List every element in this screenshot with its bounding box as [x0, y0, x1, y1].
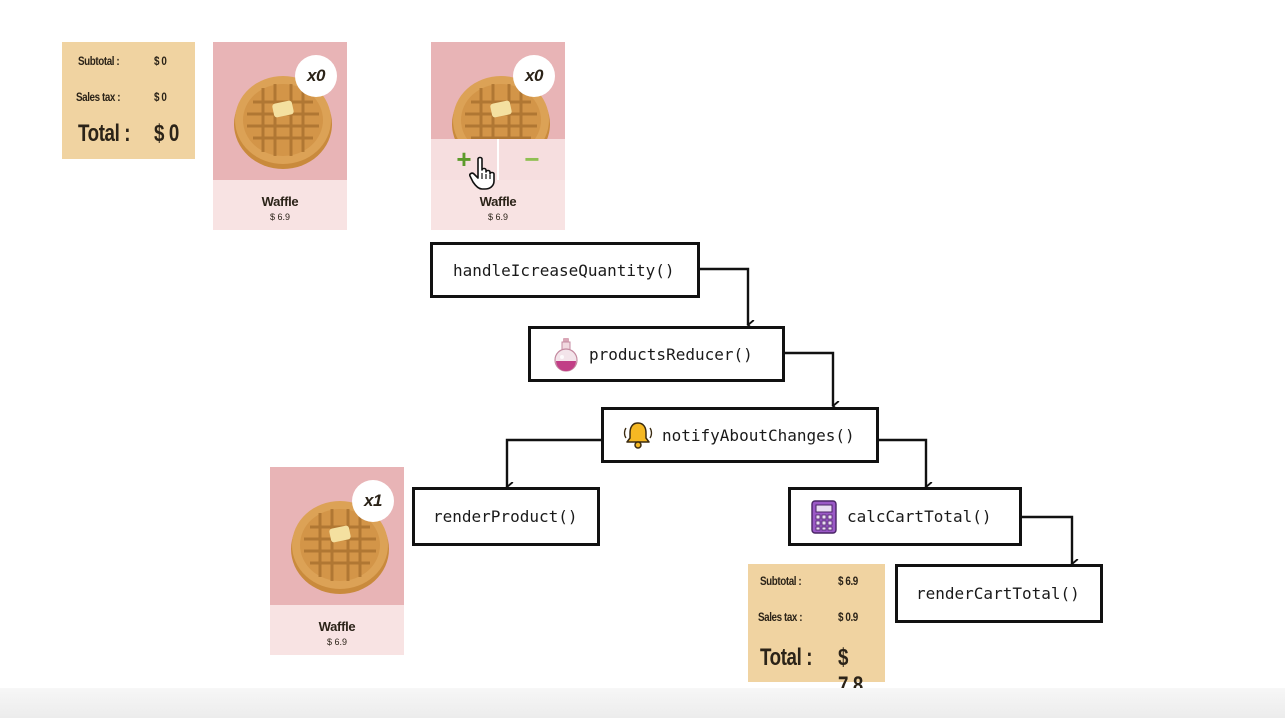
quantity-badge: x0 — [513, 55, 555, 97]
subtotal-value: $ 0 — [154, 54, 167, 68]
quantity-controls: + − — [431, 139, 565, 180]
function-label: productsReducer() — [589, 344, 753, 364]
product-name: Waffle — [318, 619, 356, 634]
sales-tax-label: Sales tax : — [76, 90, 121, 104]
product-price: $ 6.9 — [487, 212, 509, 222]
function-label: handleIcreaseQuantity() — [453, 260, 675, 280]
total-label: Total : — [760, 644, 813, 671]
sales-tax-label: Sales tax : — [758, 610, 803, 624]
product-price: $ 6.9 — [269, 212, 291, 222]
cart-totals-initial: Subtotal : $ 0 Sales tax : $ 0 Total : $… — [62, 42, 195, 159]
sales-tax-value: $ 0 — [154, 90, 167, 104]
function-label: calcCartTotal() — [847, 507, 992, 526]
product-name: Waffle — [261, 194, 299, 209]
bell-icon — [623, 422, 653, 449]
waffle-image: x1 — [270, 467, 404, 605]
waffle-image: x0 — [213, 42, 347, 180]
cart-totals-updated: Subtotal : $ 6.9 Sales tax : $ 0.9 Total… — [748, 564, 885, 699]
calculator-icon — [811, 499, 837, 534]
sales-tax-value: $ 0.9 — [838, 610, 858, 624]
render-cart-total-box: renderCartTotal() — [895, 564, 1103, 623]
notify-about-changes-box: notifyAboutChanges() — [601, 407, 879, 463]
product-card-hovered[interactable]: x0 + − Waffle $ 6.9 — [431, 42, 565, 230]
control-divider — [497, 139, 499, 180]
handle-increase-quantity-box: handleIcreaseQuantity() — [430, 242, 700, 298]
product-name: Waffle — [479, 194, 517, 209]
function-label: renderCartTotal() — [916, 584, 1080, 603]
product-card-updated[interactable]: x1 Waffle $ 6.9 — [270, 467, 404, 655]
waffle-image: x0 + − — [431, 42, 565, 180]
total-label: Total : — [78, 120, 131, 147]
quantity-badge: x1 — [352, 480, 394, 522]
subtotal-label: Subtotal : — [78, 54, 120, 68]
products-reducer-box: productsReducer() — [528, 326, 785, 382]
bottom-fade-bar — [0, 688, 1285, 718]
product-price: $ 6.9 — [326, 637, 348, 647]
increase-quantity-button[interactable]: + — [456, 144, 472, 174]
total-value: $ 0 — [154, 120, 179, 147]
calc-cart-total-box: calcCartTotal() — [788, 487, 1022, 546]
render-product-box: renderProduct() — [412, 487, 600, 546]
subtotal-label: Subtotal : — [760, 574, 802, 588]
hand-pointer-icon — [469, 156, 495, 190]
potion-flask-icon — [554, 338, 578, 372]
function-label: renderProduct() — [433, 507, 578, 526]
quantity-badge: x0 — [295, 55, 337, 97]
subtotal-value: $ 6.9 — [838, 574, 858, 588]
decrease-quantity-button[interactable]: − — [524, 144, 540, 174]
product-card[interactable]: x0 Waffle $ 6.9 — [213, 42, 347, 230]
function-label: notifyAboutChanges() — [662, 425, 855, 445]
